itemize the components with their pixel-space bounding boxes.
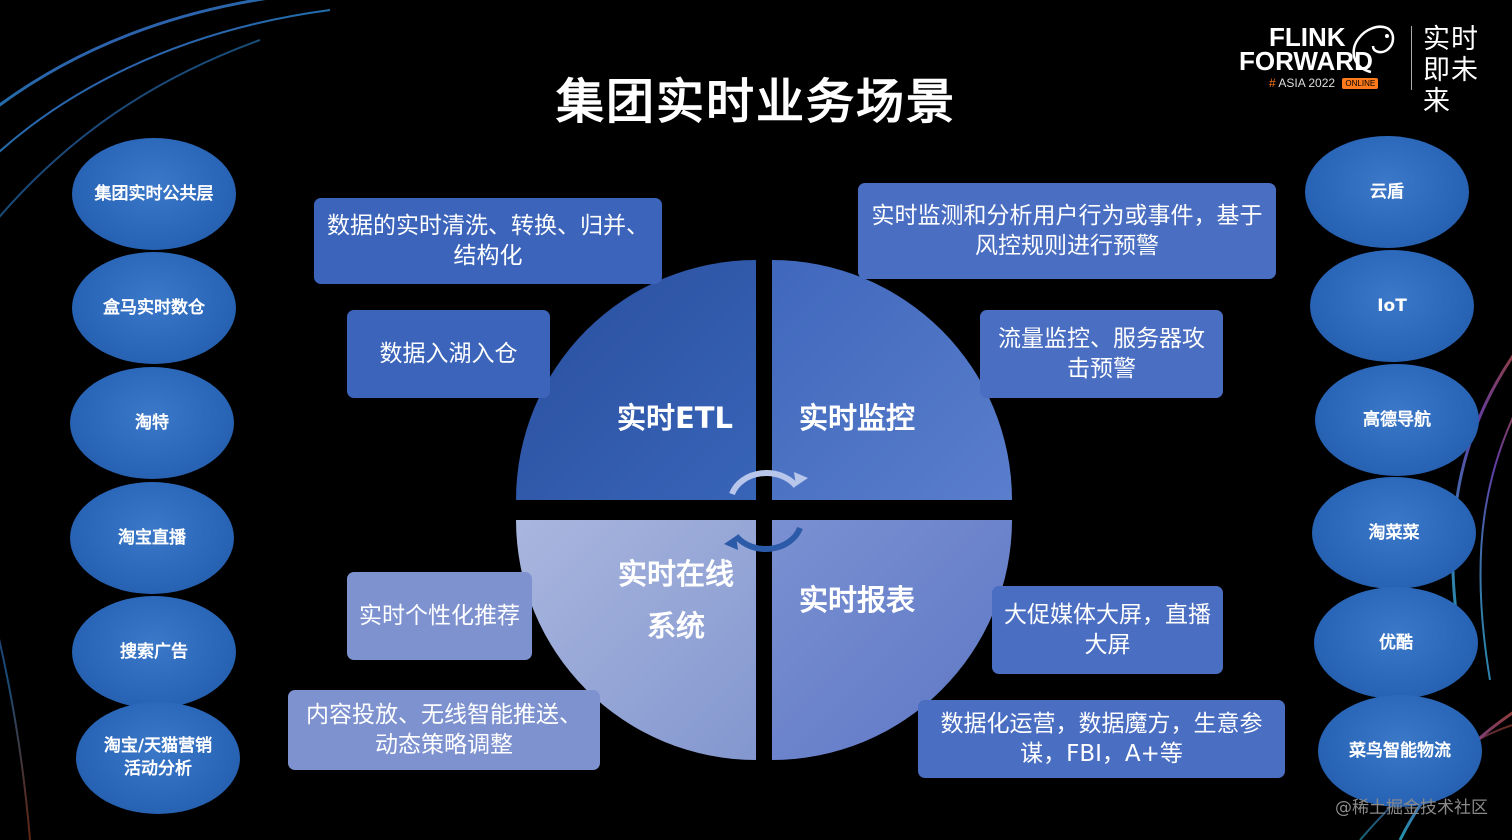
left-scenario-group-public-layer: 集团实时公共层 — [72, 138, 236, 250]
logo-line-1: FLINK — [1269, 22, 1346, 52]
right-scenario-iot: IoT — [1310, 250, 1474, 362]
monitor-desc-traffic: 流量监控、服务器攻击预警 — [980, 310, 1223, 398]
quadrant-etl — [516, 260, 756, 500]
quadrant-report — [772, 520, 1012, 760]
right-scenario-taocaicai: 淘菜菜 — [1312, 477, 1476, 589]
left-scenario-taobao-live: 淘宝直播 — [70, 482, 234, 594]
logo-line-2: FORWARD — [1239, 46, 1373, 76]
left-scenario-hema-warehouse: 盒马实时数仓 — [72, 252, 236, 364]
flink-forward-logo: FLINK FORWARD # ASIA 2022 ONLINE 实时即未来 — [1235, 22, 1495, 117]
report-desc-screen: 大促媒体大屏，直播大屏 — [992, 586, 1223, 674]
squirrel-icon — [1352, 25, 1395, 74]
cycle-arrows-icon — [724, 470, 808, 552]
logo-hash: # — [1269, 76, 1276, 90]
right-scenario-amap: 高德导航 — [1315, 364, 1479, 476]
watermark: @稀土掘金技术社区 — [1335, 798, 1488, 818]
logo-event: # ASIA 2022 ONLINE — [1269, 76, 1379, 90]
quadrant-monitor-label: 实时监控 — [798, 401, 915, 435]
etl-desc-cleaning: 数据的实时清洗、转换、归并、结构化 — [314, 198, 662, 284]
logo-event-name: ASIA 2022 — [1278, 76, 1336, 90]
logo-divider — [1411, 26, 1412, 90]
left-scenario-marketing-analysis: 淘宝/天猫营销活动分析 — [76, 702, 240, 814]
quadrant-etl-label: 实时ETL — [616, 401, 734, 435]
right-scenario-yundun: 云盾 — [1305, 136, 1469, 248]
right-scenario-cainiao: 菜鸟智能物流 — [1318, 695, 1482, 807]
logo-tagline: 实时即未来 — [1423, 24, 1479, 117]
quadrant-online-label: 实时在线系统 — [617, 557, 734, 643]
left-scenario-search-ads: 搜索广告 — [72, 596, 236, 708]
left-scenario-taote: 淘特 — [70, 367, 234, 479]
quadrant-online — [516, 520, 756, 760]
quadrant-report-label: 实时报表 — [798, 583, 915, 617]
online-desc-recommend: 实时个性化推荐 — [347, 572, 532, 660]
monitor-desc-behavior: 实时监测和分析用户行为或事件，基于风控规则进行预警 — [858, 183, 1276, 279]
quadrant-monitor — [772, 260, 1012, 500]
right-scenario-youku: 优酷 — [1314, 587, 1478, 699]
logo-online-badge: ONLINE — [1342, 78, 1379, 89]
report-desc-operation: 数据化运营，数据魔方，生意参谋，FBI，A+等 — [918, 700, 1285, 778]
online-desc-push: 内容投放、无线智能推送、动态策略调整 — [288, 690, 600, 770]
page-title: 集团实时业务场景 — [555, 74, 956, 130]
etl-desc-lake: 数据入湖入仓 — [347, 310, 550, 398]
